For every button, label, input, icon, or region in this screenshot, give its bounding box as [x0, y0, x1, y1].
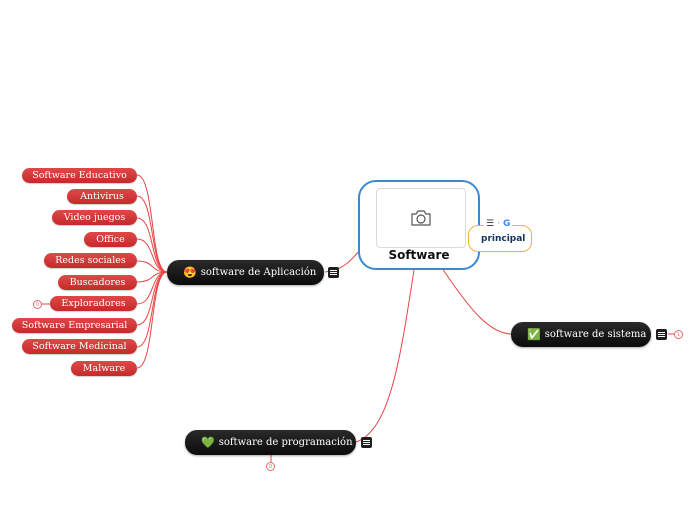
- branch-label: software de programación: [218, 437, 353, 448]
- connector-sistema: [441, 267, 513, 335]
- camera-icon: [411, 210, 431, 226]
- notes-icon[interactable]: [361, 437, 372, 448]
- check-mark-icon: ✅: [527, 328, 541, 341]
- connector-leaf-2: [136, 195, 168, 273]
- notes-icon[interactable]: [656, 329, 667, 340]
- leaf-redes-sociales[interactable]: Redes sociales: [44, 253, 137, 268]
- google-icon[interactable]: G: [502, 219, 511, 229]
- central-node[interactable]: Software: [358, 180, 480, 270]
- connector-leaf-3: [136, 217, 168, 273]
- connector-programacion: [355, 269, 415, 443]
- collapse-counter[interactable]: 0: [266, 462, 275, 471]
- leaf-software-empresarial[interactable]: Software Empresarial: [12, 318, 137, 333]
- leaf-malware[interactable]: Malware: [71, 361, 137, 376]
- heart-eyes-icon: 😍: [183, 266, 197, 279]
- central-title: Software: [388, 248, 450, 262]
- leaf-video-juegos[interactable]: Video juegos: [52, 210, 137, 225]
- branch-software-aplicacion[interactable]: 😍 software de Aplicación: [167, 260, 324, 285]
- collapse-counter[interactable]: 0: [33, 300, 42, 309]
- connector-leaf-9: [136, 271, 168, 348]
- leaf-software-educativo[interactable]: Software Educativo: [22, 168, 137, 183]
- connector-leaf-4: [136, 238, 168, 273]
- principal-label: principal: [481, 234, 526, 244]
- green-heart-icon: 💚: [201, 436, 215, 449]
- principal-tag[interactable]: principal: [468, 225, 532, 252]
- collapse-counter[interactable]: 1: [674, 330, 683, 339]
- notes-icon[interactable]: ☰: [486, 219, 495, 229]
- connector-leaf-10: [136, 271, 168, 369]
- leaf-software-medicinal[interactable]: Software Medicinal: [22, 339, 137, 354]
- image-placeholder[interactable]: [376, 188, 466, 248]
- leaf-antivirus[interactable]: Antivirus: [67, 189, 137, 204]
- branch-label: software de Aplicación: [200, 267, 317, 278]
- connector-leaf-1: [136, 174, 168, 273]
- separator-dot: ·: [497, 219, 500, 229]
- principal-icons: ☰ · G: [484, 219, 513, 229]
- leaf-buscadores[interactable]: Buscadores: [58, 275, 137, 290]
- branch-software-sistema[interactable]: ✅ software de sistema: [511, 322, 651, 347]
- connector-leaf-8: [136, 271, 168, 326]
- notes-icon[interactable]: [328, 267, 339, 278]
- leaf-office[interactable]: Office: [84, 232, 137, 247]
- branch-label: software de sistema: [544, 329, 647, 340]
- branch-software-programacion[interactable]: 💚 software de programación: [185, 430, 356, 455]
- leaf-exploradores[interactable]: Exploradores: [50, 296, 137, 311]
